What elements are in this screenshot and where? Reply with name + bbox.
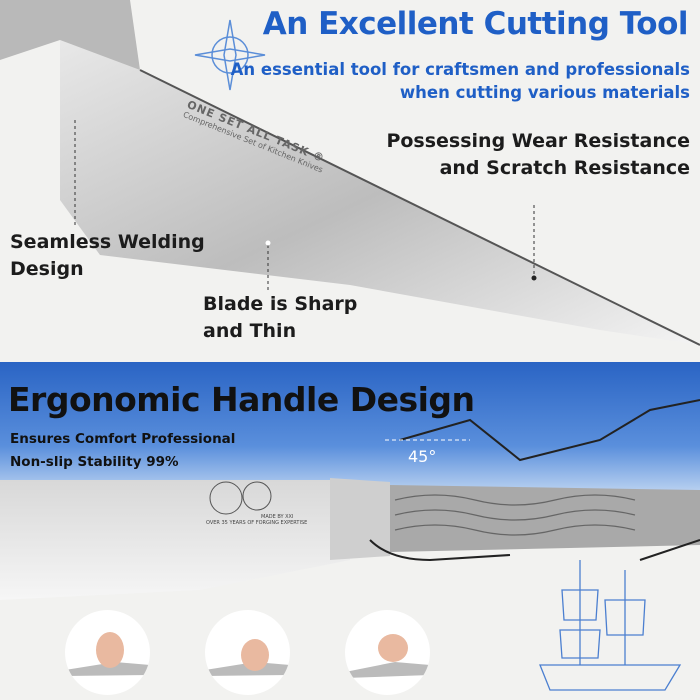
grip-photo-1	[65, 610, 150, 695]
lower-knife-bolster	[330, 478, 390, 560]
grip-photo-2	[205, 610, 290, 695]
feature-line: and Thin	[203, 320, 297, 342]
top-knife-blade	[60, 40, 700, 345]
feature-line: Blade is Sharp	[203, 293, 358, 315]
maker-seal-right	[242, 481, 272, 511]
maker-mark: MADE BY XXI OVER 35 YEARS OF FORGING EXP…	[206, 514, 307, 526]
ship-illustration	[539, 560, 682, 691]
hand-outline	[369, 399, 700, 562]
handle-line: Ensures Comfort Professional	[10, 431, 236, 447]
feature-line: Seamless Welding	[10, 231, 205, 253]
made-by: MADE BY XXI	[261, 514, 294, 520]
feature-line: Possessing Wear Resistance	[386, 130, 690, 152]
blue-band	[0, 362, 700, 502]
compass-icon	[194, 19, 266, 91]
feature-seamless-welding: Seamless Welding Design	[10, 229, 205, 283]
lower-knife-blade	[0, 480, 350, 600]
page-title: An Excellent Cutting Tool	[262, 6, 689, 42]
handle-section-title: Ergonomic Handle Design	[8, 380, 475, 419]
feature-wear-resistance: Possessing Wear Resistance and Scratch R…	[386, 128, 690, 182]
feature-line: and Scratch Resistance	[439, 157, 690, 179]
maker-seal-left	[209, 481, 243, 515]
top-knife-handle	[0, 0, 140, 70]
feature-line: Design	[10, 258, 84, 280]
feature-sharp-blade: Blade is Sharp and Thin	[203, 291, 357, 345]
lower-knife-handle	[390, 485, 700, 552]
angle-label: 45°	[408, 447, 437, 466]
page-subtitle: An essential tool for craftsmen and prof…	[231, 58, 690, 104]
handle-line: Non-slip Stability 99%	[10, 454, 179, 470]
expertise: OVER 35 YEARS OF FORGING EXPERTISE	[206, 520, 308, 526]
handle-section-text: Ensures Comfort Professional Non-slip St…	[10, 428, 235, 474]
grip-photo-3	[345, 610, 430, 695]
subtitle-line: An essential tool for craftsmen and prof…	[230, 60, 690, 79]
damascus-pattern	[394, 494, 636, 536]
subtitle-line: when cutting various materials	[399, 83, 690, 102]
